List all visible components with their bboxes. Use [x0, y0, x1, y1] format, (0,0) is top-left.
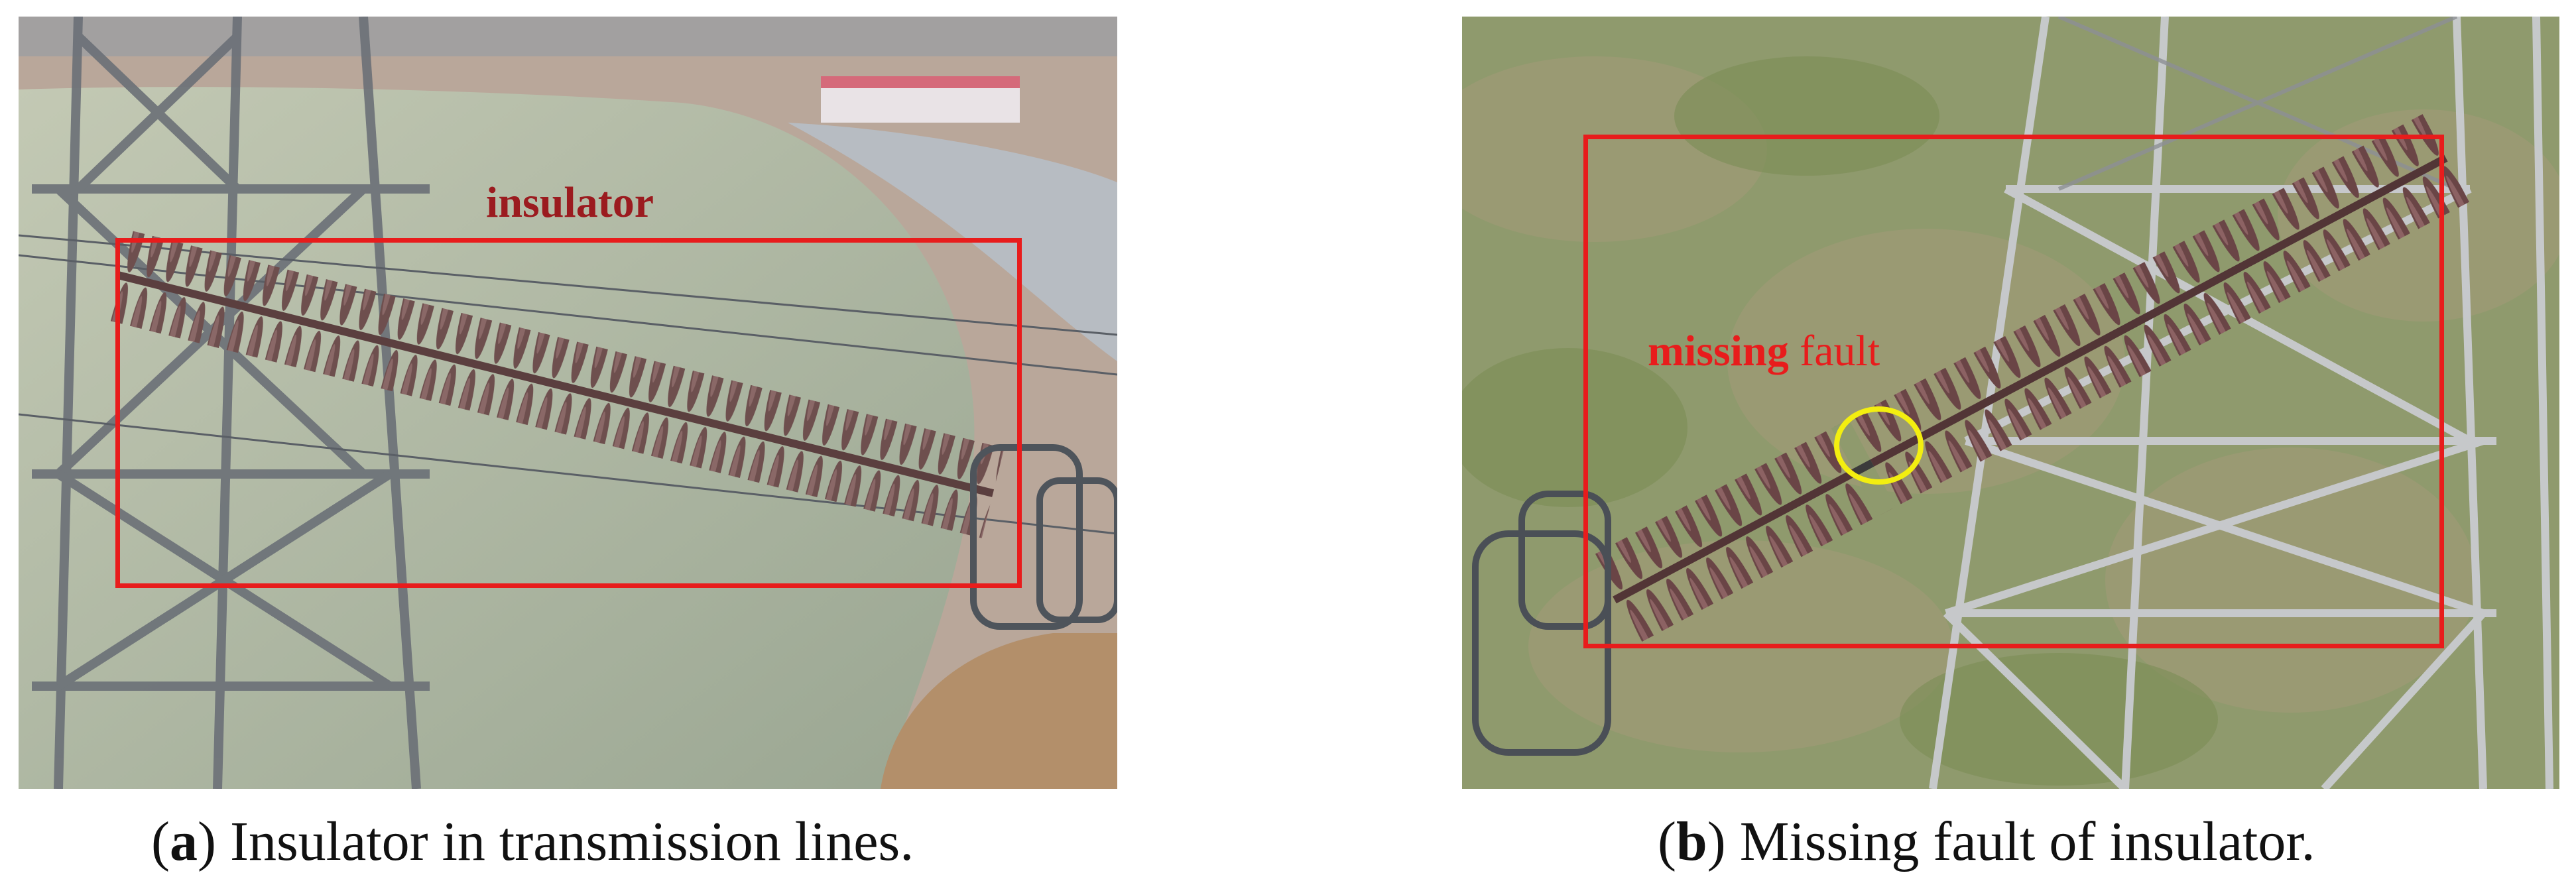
figure-panel-b: missing fault [1462, 17, 2559, 789]
insulator-photo-b [1462, 17, 2559, 789]
caption-a: (a) Insulator in transmission lines. [151, 811, 914, 872]
label-fault: fault [1788, 327, 1880, 375]
label-insulator: insulator [486, 178, 654, 227]
caption-b-letter: b [1676, 811, 1707, 872]
figure-panel-a: insulator [19, 17, 1117, 789]
caption-b-text: Missing fault of insulator. [1725, 811, 2315, 872]
label-missing-fault: missing fault [1648, 329, 1880, 373]
caption-a-letter: a [169, 811, 198, 872]
caption-b: (b) Missing fault of insulator. [1658, 811, 2315, 872]
label-missing: missing [1648, 327, 1789, 375]
insulator-photo-a [19, 17, 1117, 789]
missing-fault-marker [1834, 406, 1924, 485]
caption-a-text: Insulator in transmission lines. [215, 811, 914, 872]
bounding-box-insulator [1583, 135, 2444, 648]
bounding-box-insulator [115, 238, 1022, 588]
